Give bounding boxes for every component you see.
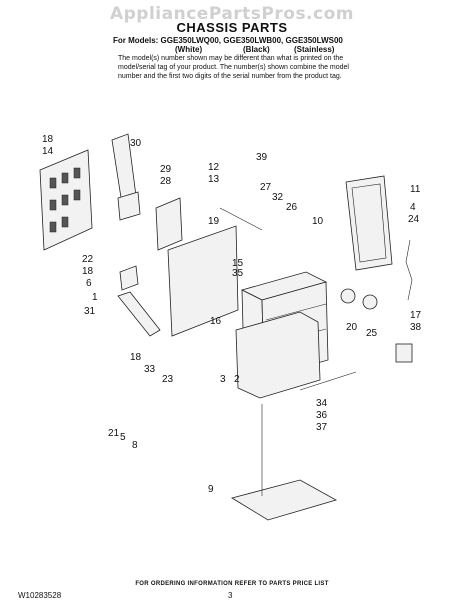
callout-label: 16 [210,316,222,327]
color-black: (Black) [243,45,270,54]
callout-label: 37 [316,422,328,433]
frame-rail-part [219,207,263,231]
color-stainless: (Stainless) [294,45,335,54]
callout-label: 4 [410,202,416,213]
callout-label: 38 [410,322,422,333]
callout-label: 30 [130,138,142,149]
lower-oven-part [235,311,321,399]
callout-label: 8 [132,440,138,451]
callout-label: 3 [220,374,226,385]
callout-label: 1 [92,292,98,303]
callout-label: 22 [82,254,94,265]
callout-label: 9 [208,484,214,495]
ordering-info: FOR ORDERING INFORMATION REFER TO PARTS … [135,581,329,587]
callout-label: 13 [208,174,220,185]
callout-label: 2 [234,374,240,385]
callout-label: 5 [120,432,126,443]
callout-label: 14 [42,146,54,157]
callout-label: 11 [410,184,421,195]
callout-label: 12 [208,162,220,173]
bracket-part [155,197,183,251]
watermark: AppliancePartsPros.com [109,4,354,24]
callout-label: 19 [208,216,220,227]
side-panel-part [167,225,239,337]
document-id: W10283528 [18,591,62,600]
broiler-drawer-part [230,479,338,521]
callout-label: 28 [160,176,172,187]
callout-label: 39 [256,152,268,163]
callout-label: 21 [108,428,120,439]
color-white: (White) [175,45,203,54]
air-shutter-part [119,265,139,291]
page-number: 3 [228,591,233,600]
callout-label: 33 [144,364,156,375]
callout-label: 29 [160,164,172,175]
callout-label: 25 [366,328,378,339]
model-note: The model(s) number shown may be differe… [118,55,349,80]
callout-label: 26 [286,202,298,213]
terminal-block-part [395,343,413,363]
callout-label: 36 [316,410,328,421]
callout-label: 23 [162,374,174,385]
wire-harness-part [405,239,413,301]
callout-label: 20 [346,322,358,333]
callout-label: 34 [316,398,328,409]
callout-label: 32 [272,192,284,203]
rail-part [299,371,357,391]
door-frame-part [345,175,393,271]
callout-label: 15 [232,258,244,269]
callout-label: 17 [410,310,422,321]
knob-part [340,288,356,304]
callout-label: 18 [82,266,94,277]
callout-label: 6 [86,278,92,289]
models-line: For Models: GGE350LWQ00, GGE350LWB00, GG… [113,36,343,45]
burner-box-part [117,291,161,337]
callout-label: 10 [312,216,324,227]
callout-label: 27 [260,182,272,193]
back-panel-part [39,149,93,251]
knob-part [362,294,378,310]
callout-label: 18 [42,134,54,145]
page-title: CHASSIS PARTS [176,20,288,35]
callout-label: 35 [232,268,244,279]
callout-label: 24 [408,214,420,225]
callout-label: 31 [84,306,96,317]
insulation-pad-part [117,191,141,221]
callout-label: 18 [130,352,142,363]
